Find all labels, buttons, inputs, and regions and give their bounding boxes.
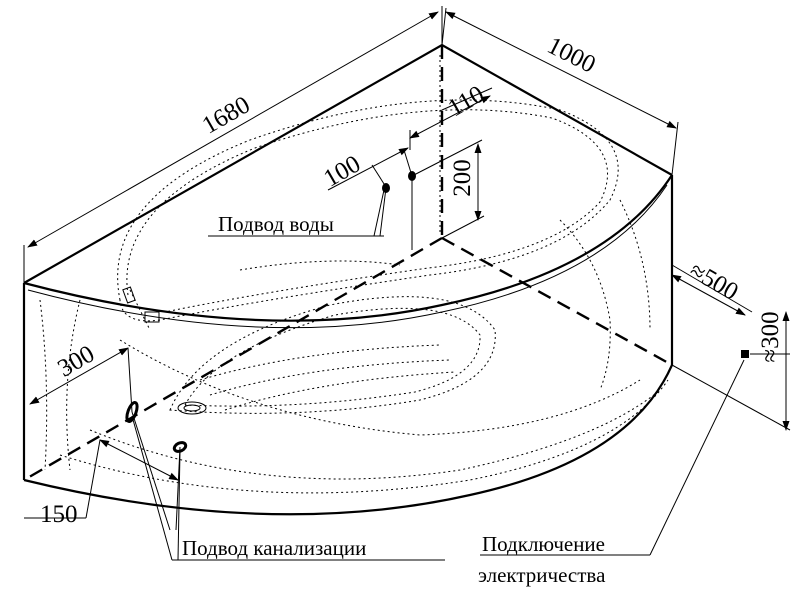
drain-connection-label: Подвод канализации: [182, 536, 366, 560]
dimension-inlet-spacing: 100: [319, 147, 413, 193]
electrical-label-line1: Подключение: [482, 532, 605, 556]
dimension-power-height-label: ≈300: [757, 311, 784, 362]
dimension-length-label: 1680: [198, 91, 255, 139]
dimension-power-offset: ≈500: [671, 257, 753, 316]
callout-electrical: Подключение электричества: [478, 532, 606, 587]
dimension-power-offset-label: ≈500: [685, 257, 743, 306]
drain-fittings: [125, 401, 188, 531]
dimension-width-label: 1000: [543, 32, 600, 79]
dimension-drain-spacing-label: 150: [40, 501, 78, 528]
dimension-power-height: ≈300: [671, 311, 791, 431]
dimension-inlet-height: 200: [411, 139, 485, 239]
dimension-length: 1680: [23, 6, 443, 283]
water-inlet-fittings: [208, 171, 416, 250]
electrical-label-line2: электричества: [478, 563, 606, 587]
dimension-drain-offset: 300: [29, 340, 133, 413]
callout-drain: Подвод канализации: [131, 415, 445, 561]
dimension-inlet-spacing-label: 100: [319, 150, 365, 192]
bathtub-outline: [22, 43, 674, 516]
dimension-inlet-height-label: 200: [449, 159, 476, 197]
hidden-edges: [23, 45, 673, 482]
dimension-drain-spacing: 150: [24, 439, 179, 528]
dimension-drain-offset-label: 300: [53, 340, 99, 382]
water-supply-label: Подвод воды: [218, 212, 334, 236]
bowl-details: [39, 99, 669, 494]
dimension-inlet-offset-label: 110: [444, 81, 489, 123]
power-outlet: [480, 350, 749, 556]
callout-water-supply: Подвод воды: [218, 189, 385, 237]
dimension-inlet-offset: 110: [409, 81, 493, 150]
